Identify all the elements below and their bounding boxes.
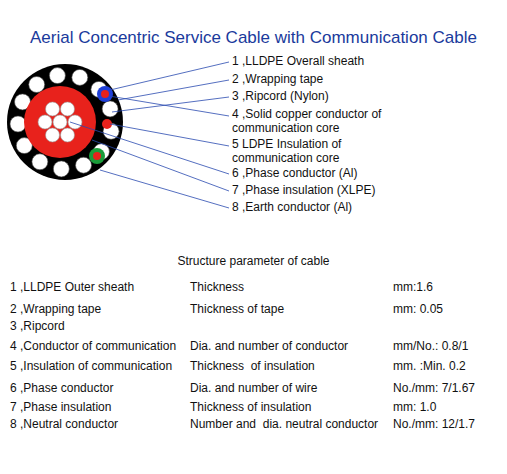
table-cell: mm. :Min. 0.2 [393,360,466,374]
callout-label: 2 ,Wrapping tape [232,73,397,87]
phase-insulation [24,86,96,158]
table-cell: 8 ,Neutral conductor [10,418,118,432]
table-cell: No./mm: 7/1.67 [393,382,475,396]
callout-label: 7 ,Phase insulation (XLPE) [232,184,397,198]
callout-label: 3 ,Ripcord (Nylon) [232,90,397,104]
callout-label: 5 LDPE Insulation of communication core [232,138,397,166]
table-cell: Dia. and number of wire [190,382,317,396]
phase-wire [53,115,67,129]
neutral-wire [10,116,26,132]
table-cell: 6 ,Phase conductor [10,382,113,396]
table-cell: mm/No.: 0.8/1 [393,340,468,354]
phase-wire [38,115,52,129]
table-cell: 4 ,Conductor of communication [10,340,176,354]
leader-lines [70,62,229,208]
neutral-wire [49,68,65,84]
table-heading: Structure parameter of cable [177,255,329,269]
neutral-wire [32,154,48,170]
neutral-wire [102,101,118,117]
table-cell: 2 ,Wrapping tape [10,303,101,317]
phase-wire [61,128,75,142]
table-cell: 3 ,Ripcord [10,320,65,334]
neutral-wires [10,68,119,177]
outer-sheath [7,64,123,180]
comm-core [97,86,113,102]
neutral-wire [53,161,69,177]
table-cell: mm: 0.05 [393,303,443,317]
table-cell: Thickness of insulation [190,401,311,415]
table-cell: mm:1.6 [393,281,433,295]
table-cell: Thickness of tape [190,303,284,317]
callout-label: 6 ,Phase conductor (Al) [232,167,397,181]
neutral-wire [76,157,92,173]
phase-wire [61,102,75,116]
table-cell: Thickness of insulation [190,360,315,374]
callout-label: 4 ,Solid copper conductor of communicati… [232,108,397,136]
comm-conductor [93,152,101,160]
table-cell: Dia. and number of conductor [190,340,348,354]
phase-wire [46,128,60,142]
comm-conductor [101,90,109,98]
table-cell: 7 ,Phase insulation [10,401,111,415]
table-cell: Number and dia. neutral conductor [190,418,378,432]
callout-label: 1 ,LLDPE Overall sheath [232,55,397,69]
title: Aerial Concentric Service Cable with Com… [30,28,477,48]
table-cell: mm: 1.0 [393,401,436,415]
table-cell: 1 ,LLDPE Outer sheath [10,281,134,295]
neutral-wire [72,69,88,85]
neutral-wire [29,77,45,93]
callout-label: 8 ,Earth conductor (Al) [232,201,397,215]
comm-core [89,148,105,164]
table-cell: No./mm: 12/1.7 [393,418,475,432]
table-cell: Thickness [190,281,244,295]
table-cell: 5 ,Insulation of communication [10,360,172,374]
phase-wires [38,102,82,142]
phase-wire [46,102,60,116]
